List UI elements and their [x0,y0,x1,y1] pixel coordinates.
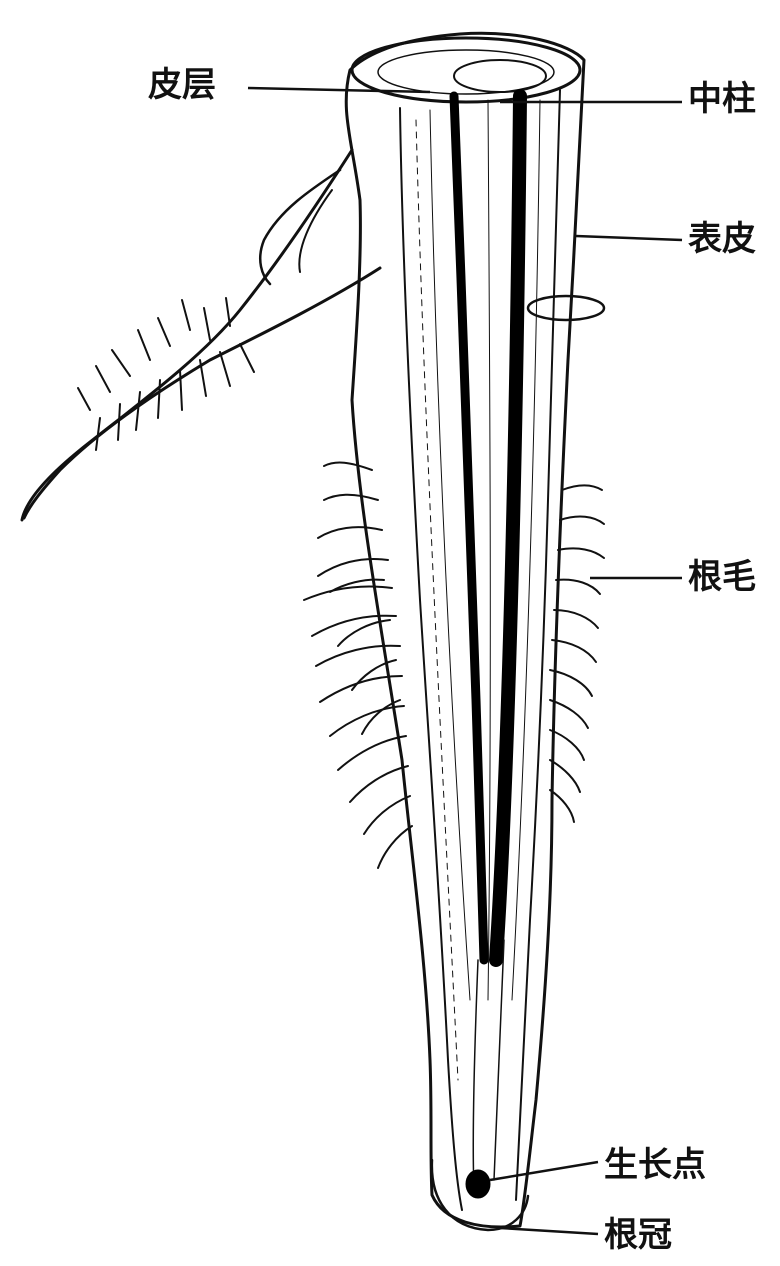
root-hair [378,826,412,868]
root-hair [550,730,584,760]
root-hair [318,527,382,538]
texture-line [488,100,490,1000]
root-hair [558,548,604,558]
stele-band-right [496,96,520,960]
root-hair [556,580,600,594]
leader-line-growing-point [490,1162,598,1180]
leader-line-cortex [248,88,430,92]
cross-section-top [352,38,580,102]
root-hair [552,640,596,662]
root-hair [338,736,406,770]
label-stele: 中柱 [688,82,756,116]
label-growing-point: 生长点 [604,1148,706,1182]
label-cortex: 皮层 [148,68,216,102]
leader-line-epidermis [576,236,682,240]
root-hairs-right [550,486,604,823]
root-hair [350,766,408,802]
lateral-root-hairs [78,298,254,450]
root-hair [304,587,392,601]
main-root [346,33,604,1230]
root-hair [560,517,604,524]
texture-line [494,940,504,1180]
root-hair [318,559,388,576]
root-hair [550,790,574,822]
leader-line-root-cap [500,1228,598,1234]
root-hair [562,486,602,491]
label-root-cap: 根冠 [604,1218,672,1252]
epidermis-bump [528,296,604,320]
lateral-branch [299,190,332,272]
lateral-root-outline [24,268,380,518]
root-hair [554,610,598,628]
growing-point-mark [466,1170,490,1198]
root-hairs-left [304,463,412,868]
root-hair [324,495,378,500]
texture-line [473,960,478,1190]
root-hair [324,463,372,470]
leader-lines [248,88,682,1234]
stele-band-left [454,96,484,960]
root-outline [346,33,584,1227]
root-hair [550,700,588,728]
cortex-inner-line [400,108,462,1210]
root-hair [364,796,410,834]
lateral-root-outline [22,150,352,520]
label-root-hair: 根毛 [688,560,756,594]
root-hair [550,760,580,792]
label-epidermis: 表皮 [688,222,756,256]
